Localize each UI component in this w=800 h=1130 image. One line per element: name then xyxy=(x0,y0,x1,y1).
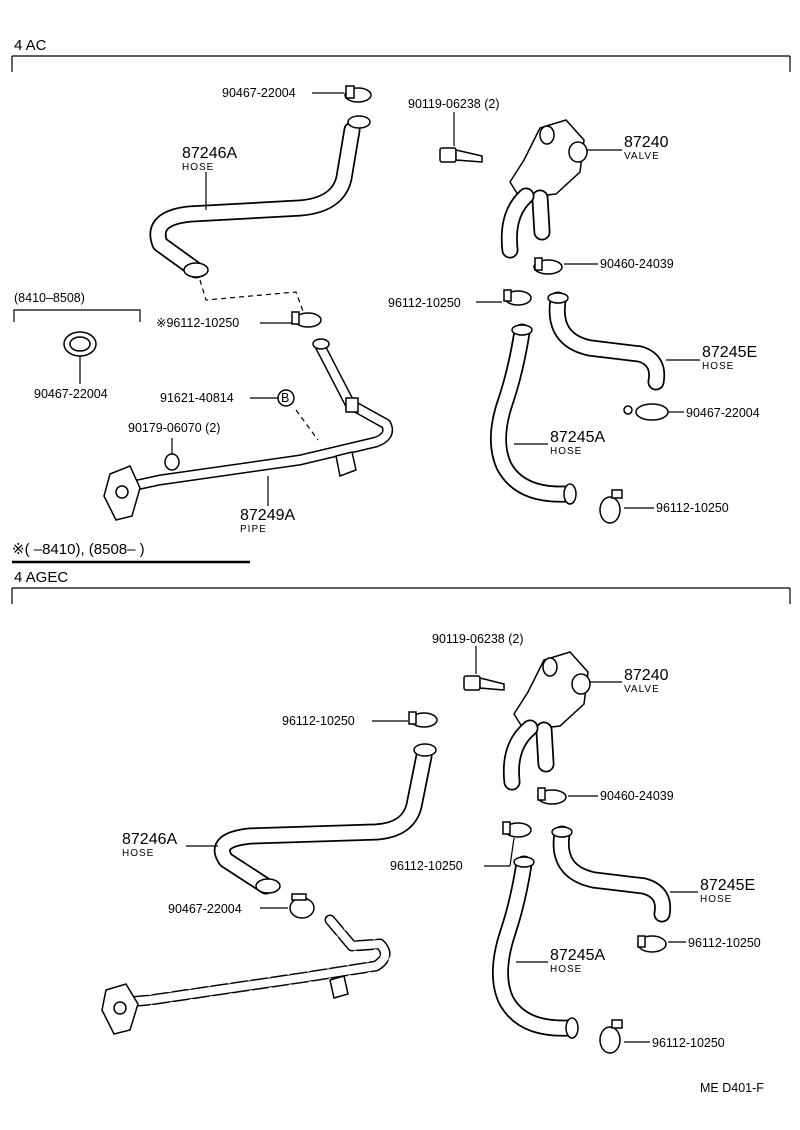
clamp-96112-right-agec xyxy=(637,935,667,953)
label-90460: 90460-24039 xyxy=(600,257,674,271)
label-87245E: 87245E xyxy=(702,344,757,361)
clamp-96112-mid xyxy=(503,289,532,306)
clamp-90460-agec xyxy=(537,787,567,805)
nut-90179 xyxy=(164,453,180,471)
ac-footnote: ※( –8410), (8508– ) xyxy=(12,541,145,558)
pipe-87249A xyxy=(103,338,394,521)
clamp-96112-low-agec xyxy=(599,1019,623,1054)
valve-87240-agec xyxy=(502,651,591,791)
clamp-90467-top xyxy=(344,85,372,103)
page-code: ME D401-F xyxy=(700,1081,764,1095)
label-96112-low: 96112-10250 xyxy=(656,501,729,515)
label-87246A-agec: 87246A xyxy=(122,831,177,848)
section-title-4agec: 4 AGEC xyxy=(14,569,68,586)
range-label: (8410–8508) xyxy=(14,291,85,305)
range-bracket xyxy=(13,309,141,322)
clamp-96112-mid-agec xyxy=(502,821,532,838)
pipe-agec xyxy=(101,914,391,1035)
valve-87240 xyxy=(500,119,588,259)
clamp-96112-star xyxy=(291,311,322,328)
label-87245E-agec: 87245E xyxy=(700,877,755,894)
hose-87245A xyxy=(489,323,577,505)
label-87249A: 87249A xyxy=(240,507,295,524)
label-90467-agec: 90467-22004 xyxy=(168,902,242,916)
svg-text:VALVE: VALVE xyxy=(624,684,660,695)
svg-text:HOSE: HOSE xyxy=(550,964,582,975)
svg-text:B: B xyxy=(281,391,289,405)
label-87246A: 87246A xyxy=(182,145,237,162)
bolt-90119 xyxy=(439,147,483,163)
bolt-90119-agec xyxy=(463,675,505,691)
svg-text:HOSE: HOSE xyxy=(700,894,732,905)
hose-87246A-agec xyxy=(213,743,437,895)
label-96112-top-agec: 96112-10250 xyxy=(282,714,355,728)
svg-text:HOSE: HOSE xyxy=(182,162,214,173)
clamp-90467-right xyxy=(623,403,669,421)
svg-text:HOSE: HOSE xyxy=(702,361,734,372)
label-90119: 90119-06238 (2) xyxy=(408,97,500,111)
label-90179: 90179-06070 (2) xyxy=(128,421,220,435)
dashed-link-hose-pipe xyxy=(199,279,305,315)
label-90467-top: 90467-22004 xyxy=(222,86,296,100)
label-96112-star: ※96112-10250 xyxy=(156,316,239,330)
label-87245A-agec: 87245A xyxy=(550,947,605,964)
label-96112-right-agec: 96112-10250 xyxy=(688,936,761,950)
clamp-90467-left xyxy=(63,331,97,357)
svg-text:VALVE: VALVE xyxy=(624,151,660,162)
svg-text:HOSE: HOSE xyxy=(550,446,582,457)
hose-87245E-agec xyxy=(551,825,672,923)
label-90119-agec: 90119-06238 (2) xyxy=(432,632,524,646)
label-90467-right: 90467-22004 xyxy=(686,406,760,420)
badge-b xyxy=(277,389,295,407)
hose-87246A xyxy=(149,115,371,279)
label-91621: 91621-40814 xyxy=(160,391,234,405)
clamp-90467-agec xyxy=(289,893,315,919)
clamp-96112-top-agec xyxy=(408,711,438,728)
label-96112-low-agec: 96112-10250 xyxy=(652,1036,725,1050)
hose-87245A-agec xyxy=(491,855,579,1039)
section-title-4ac: 4 AC xyxy=(14,37,47,54)
svg-text:HOSE: HOSE xyxy=(122,848,154,859)
clamp-96112-low xyxy=(599,489,623,524)
label-90467-left: 90467-22004 xyxy=(34,387,108,401)
svg-text:PIPE: PIPE xyxy=(240,524,267,535)
label-87245A: 87245A xyxy=(550,429,605,446)
label-90460-agec: 90460-24039 xyxy=(600,789,674,803)
hose-87245E xyxy=(547,291,666,391)
label-96112-mid-agec: 96112-10250 xyxy=(390,859,463,873)
label-87240: 87240 xyxy=(624,134,669,151)
clamp-90460 xyxy=(533,257,563,275)
label-96112-mid: 96112-10250 xyxy=(388,296,461,310)
label-87240-agec: 87240 xyxy=(624,667,669,684)
